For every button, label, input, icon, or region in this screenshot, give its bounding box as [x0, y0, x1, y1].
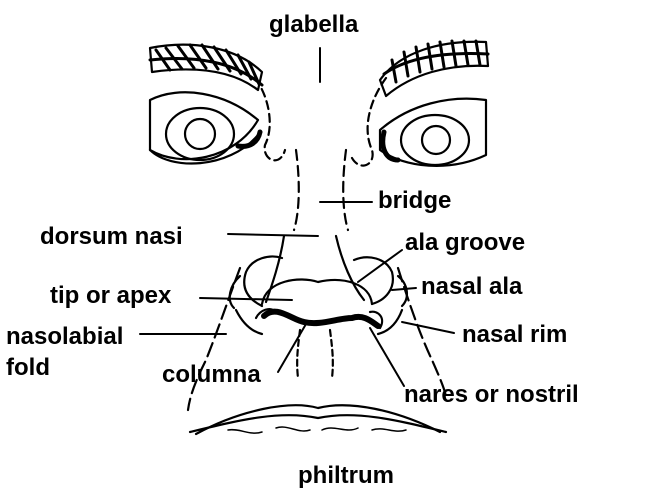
label-nares-or-nostril: nares or nostril	[404, 381, 579, 408]
left-eyebrow	[148, 43, 264, 92]
label-columna: columna	[162, 361, 261, 388]
nose-tip	[228, 255, 408, 380]
label-tip-or-apex: tip or apex	[50, 282, 172, 309]
label-ala-groove: ala groove	[405, 229, 526, 256]
nasolabial-folds	[186, 266, 448, 412]
label-nasolabial-fold-line2: fold	[6, 354, 50, 381]
label-bridge: bridge	[378, 187, 452, 214]
label-nasolabial-fold-line1: nasolabial	[6, 323, 124, 350]
left-eye	[148, 76, 287, 165]
mouth	[188, 404, 448, 436]
label-philtrum: philtrum	[298, 462, 394, 489]
label-dorsum-nasi: dorsum nasi	[40, 223, 183, 250]
label-nasal-rim: nasal rim	[462, 321, 568, 348]
right-eye	[350, 76, 488, 167]
leader-lines	[139, 47, 455, 387]
nose-dorsum-lines	[264, 148, 366, 304]
label-nasal-ala: nasal ala	[421, 273, 523, 300]
label-glabella: glabella	[269, 11, 359, 38]
right-eyebrow	[378, 39, 490, 98]
